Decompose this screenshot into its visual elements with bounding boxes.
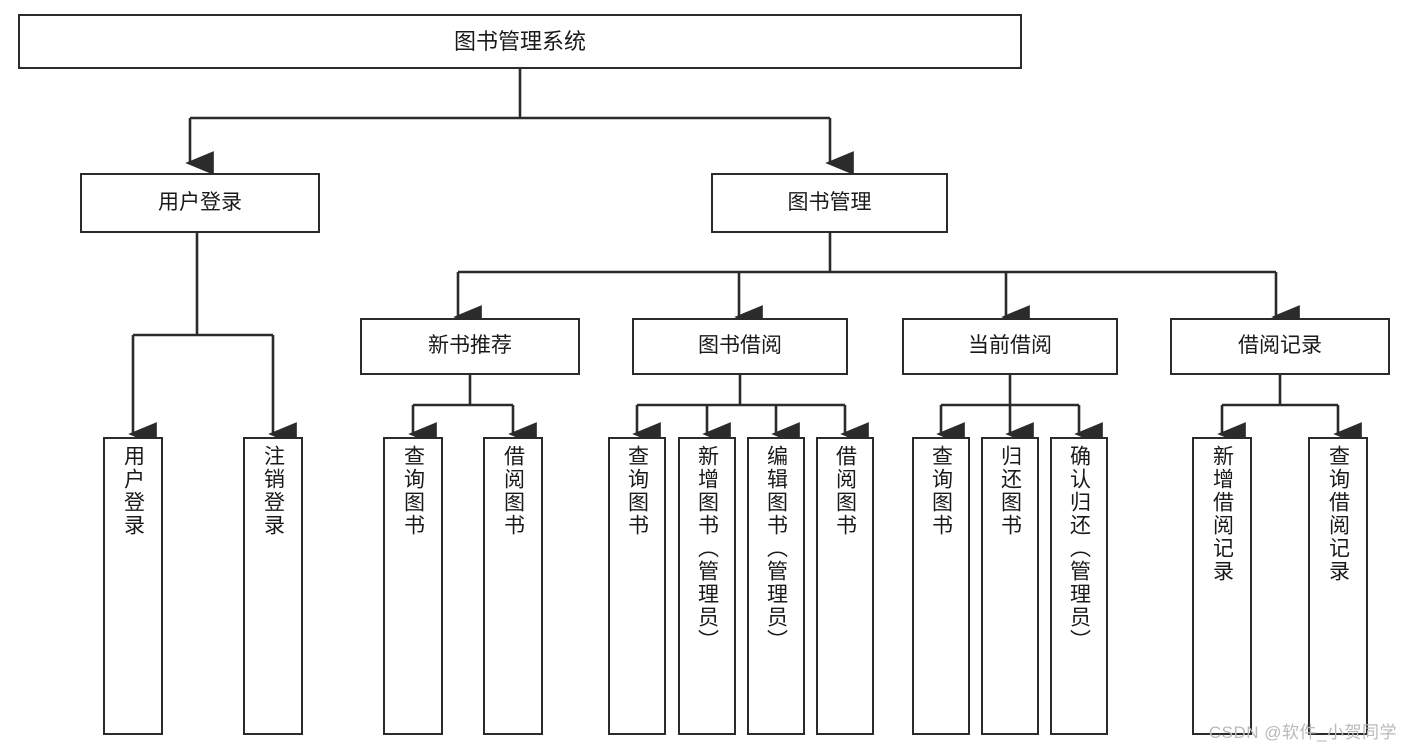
node-root-book-management-system[interactable]: 图书管理系统 xyxy=(18,14,1022,69)
leaf-user-login[interactable]: 用户登录 xyxy=(103,437,163,735)
node-label: 用户登录 xyxy=(121,445,145,537)
node-label: 注销登录 xyxy=(261,445,285,537)
node-label: 图书借阅 xyxy=(698,334,782,358)
node-borrowing-record[interactable]: 借阅记录 xyxy=(1170,318,1390,375)
node-label: 确认归还（管理员） xyxy=(1067,445,1091,652)
node-label: 查询借阅记录 xyxy=(1326,445,1350,583)
node-label: 新书推荐 xyxy=(428,334,512,358)
watermark: CSDN @软件_小贺同学 xyxy=(1208,723,1397,742)
leaf-return-book[interactable]: 归还图书 xyxy=(981,437,1039,735)
node-user-login[interactable]: 用户登录 xyxy=(80,173,320,233)
leaf-edit-book-admin[interactable]: 编辑图书（管理员） xyxy=(747,437,805,735)
node-book-borrowing[interactable]: 图书借阅 xyxy=(632,318,848,375)
node-label: 新增借阅记录 xyxy=(1210,445,1234,583)
node-label: 查询图书 xyxy=(401,445,425,537)
node-new-book-recommendation[interactable]: 新书推荐 xyxy=(360,318,580,375)
node-label: 归还图书 xyxy=(998,445,1022,537)
leaf-logout[interactable]: 注销登录 xyxy=(243,437,303,735)
leaf-borrow-book-borrowing[interactable]: 借阅图书 xyxy=(816,437,874,735)
leaf-borrow-book-recommendation[interactable]: 借阅图书 xyxy=(483,437,543,735)
node-label: 图书管理系统 xyxy=(453,28,586,54)
leaf-add-book-admin[interactable]: 新增图书（管理员） xyxy=(678,437,736,735)
leaf-query-book-borrowing[interactable]: 查询图书 xyxy=(608,437,666,735)
node-label: 图书管理 xyxy=(787,190,872,214)
node-label: 借阅图书 xyxy=(833,445,857,537)
leaf-add-borrowing-record[interactable]: 新增借阅记录 xyxy=(1192,437,1252,735)
leaf-confirm-return-admin[interactable]: 确认归还（管理员） xyxy=(1050,437,1108,735)
leaf-query-book-recommendation[interactable]: 查询图书 xyxy=(383,437,443,735)
leaf-query-borrowing-record[interactable]: 查询借阅记录 xyxy=(1308,437,1368,735)
node-current-borrowing[interactable]: 当前借阅 xyxy=(902,318,1118,375)
node-label: 查询图书 xyxy=(929,445,953,537)
node-label: 借阅记录 xyxy=(1238,334,1322,358)
node-label: 用户登录 xyxy=(158,190,242,214)
node-label: 借阅图书 xyxy=(501,445,525,537)
node-label: 当前借阅 xyxy=(968,334,1052,358)
leaf-query-book-current[interactable]: 查询图书 xyxy=(912,437,970,735)
node-label: 编辑图书（管理员） xyxy=(764,445,788,652)
node-label: 新增图书（管理员） xyxy=(695,445,719,652)
node-label: 查询图书 xyxy=(625,445,649,537)
node-book-management[interactable]: 图书管理 xyxy=(711,173,948,233)
